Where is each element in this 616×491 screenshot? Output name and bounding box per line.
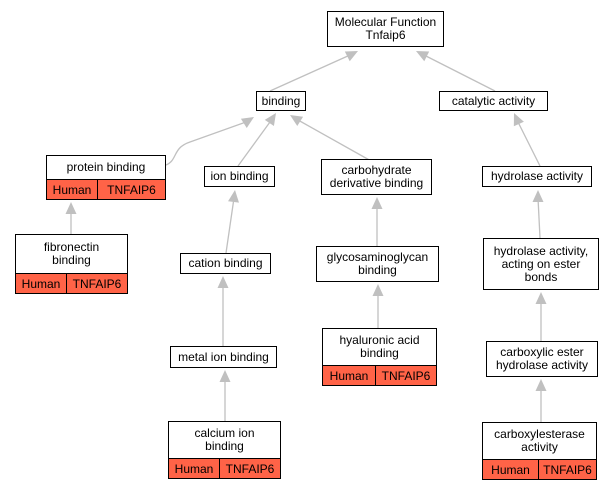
- gene-cell: TNFAIP6: [72, 276, 122, 291]
- term-node-binding[interactable]: binding: [256, 91, 306, 111]
- term-label-line: binding: [358, 263, 397, 277]
- term-node-hydrolase[interactable]: hydrolase activity: [482, 166, 592, 187]
- annotation-row: Human TNFAIP6: [168, 459, 281, 479]
- arrowhead-icon: [240, 117, 254, 129]
- is-a-edge: [537, 197, 541, 239]
- arrowhead-icon: [344, 51, 358, 62]
- arrowhead-icon: [513, 113, 524, 127]
- arrowhead-icon: [372, 284, 384, 296]
- term-label-line: binding: [360, 346, 399, 360]
- term-node-cation[interactable]: cation binding: [180, 253, 271, 274]
- term-label-line: ion binding: [210, 169, 269, 183]
- arrowhead-icon: [264, 113, 276, 127]
- is-a-edge: [269, 54, 351, 92]
- arrowhead-icon: [217, 276, 229, 288]
- arrowhead-icon: [535, 292, 547, 304]
- term-label-line: binding: [205, 439, 244, 453]
- species-cell: Human: [323, 366, 376, 385]
- term-label-line: binding: [52, 253, 91, 267]
- is-a-edge: [517, 121, 541, 167]
- arrowhead-icon: [219, 370, 231, 382]
- term-label-line: carbohydrate: [341, 163, 412, 177]
- term-label: metal ion binding: [170, 346, 277, 368]
- arrowhead-icon: [228, 190, 239, 203]
- is-a-edge: [237, 121, 271, 167]
- term-label-line: Molecular Function: [334, 15, 437, 29]
- term-label-line: carboxylic ester: [500, 345, 584, 359]
- term-label-line: cation binding: [188, 256, 263, 270]
- term-label-line: catalytic activity: [451, 93, 536, 108]
- arrowhead-icon: [371, 197, 383, 209]
- term-label: catalytic activity: [439, 91, 548, 111]
- is-a-edge: [297, 119, 381, 167]
- term-label-line: calcium ion: [194, 426, 255, 440]
- term-label: hydrolase activity: [482, 166, 592, 187]
- term-label-line: protein binding: [66, 160, 146, 174]
- species-cell: Human: [483, 460, 539, 479]
- term-label-line: binding: [261, 93, 301, 108]
- term-node-catalytic[interactable]: catalytic activity: [439, 91, 548, 111]
- term-label-line: acting on ester: [501, 256, 581, 271]
- gene-cell: TNFAIP6: [225, 461, 275, 476]
- term-label: cation binding: [180, 253, 271, 274]
- gene-cell: TNFAIP6: [381, 368, 431, 383]
- term-label-line: hyaluronic acid: [339, 333, 420, 347]
- term-node-metal-ion[interactable]: metal ion binding: [170, 346, 277, 368]
- arrowhead-icon: [416, 51, 430, 62]
- annotation-row: Human TNFAIP6: [482, 460, 597, 480]
- term-label-line: bonds: [524, 269, 558, 284]
- is-a-edge: [165, 121, 247, 166]
- term-label: binding: [256, 91, 306, 111]
- is-a-edge: [423, 54, 496, 92]
- term-node-ion-binding[interactable]: ion binding: [204, 166, 275, 187]
- term-label-line: glycosaminoglycan: [326, 250, 429, 264]
- term-label-line: hydrolase activity: [495, 358, 589, 372]
- gene-cell: TNFAIP6: [107, 182, 156, 197]
- term-label-line: metal ion binding: [178, 349, 269, 364]
- term-label-line: activity: [521, 440, 558, 454]
- term-label-line: carboxylesterase: [494, 427, 585, 441]
- annotation-row: Human TNFAIP6: [15, 274, 128, 294]
- term-label-line: fibronectin: [43, 240, 100, 254]
- is-a-edge: [225, 197, 235, 254]
- species-cell: Human: [47, 180, 98, 199]
- arrowhead-icon: [290, 115, 304, 127]
- gene-cell: TNFAIP6: [543, 462, 592, 477]
- term-label-line: Tnfaip6: [365, 28, 406, 42]
- annotation-row: Human TNFAIP6: [46, 180, 166, 200]
- arrowhead-icon: [532, 190, 544, 202]
- term-label-line: derivative binding: [329, 176, 424, 190]
- arrowhead-icon: [65, 202, 77, 214]
- arrowhead-icon: [535, 379, 547, 391]
- species-cell: Human: [16, 274, 67, 293]
- term-label-line: hydrolase activity,: [493, 243, 589, 258]
- term-label: ion binding: [204, 166, 275, 187]
- annotation-row: Human TNFAIP6: [322, 366, 437, 386]
- term-label: protein binding: [46, 155, 166, 180]
- term-label-line: hydrolase activity: [490, 169, 584, 183]
- species-cell: Human: [169, 459, 220, 478]
